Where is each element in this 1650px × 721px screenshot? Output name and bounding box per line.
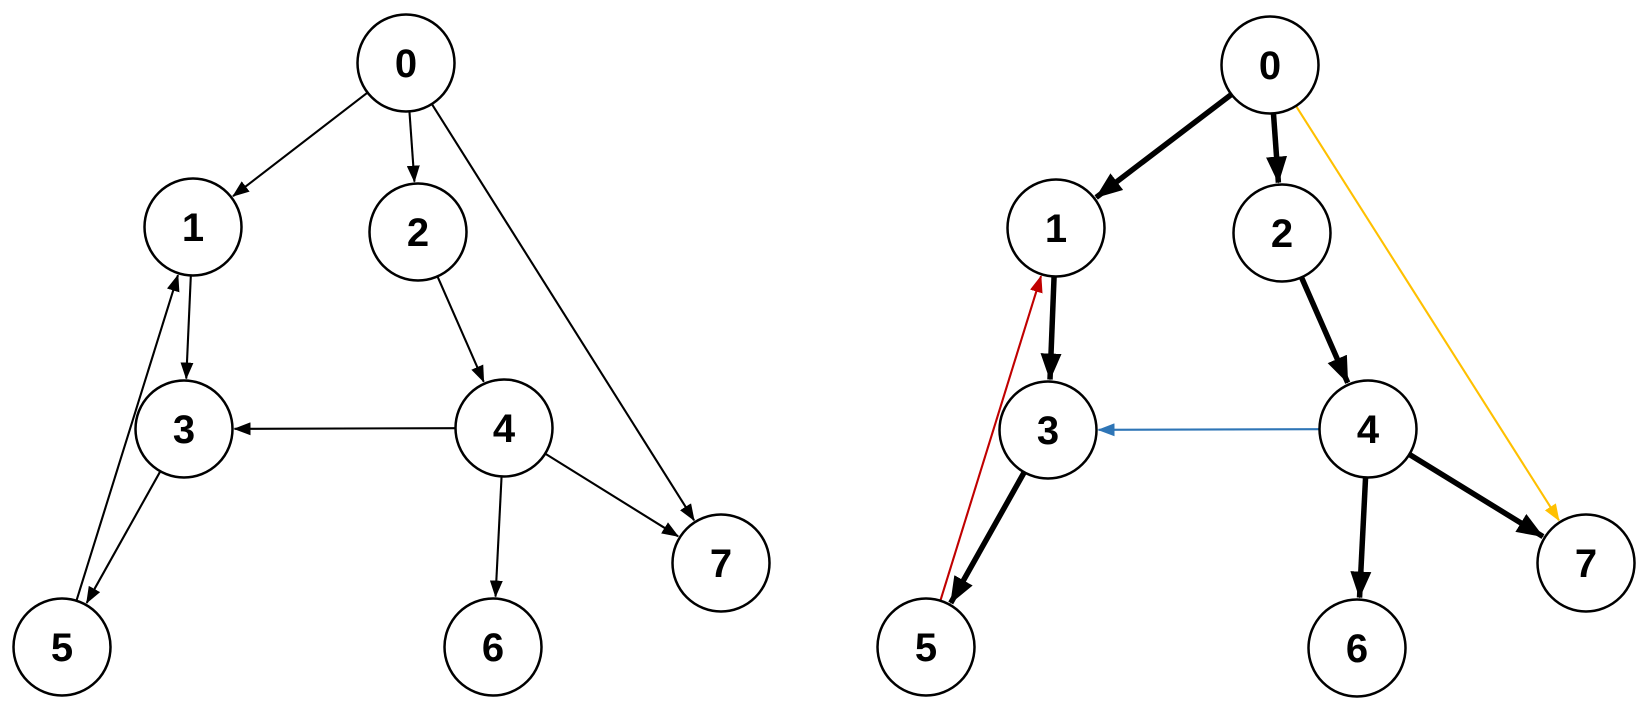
node-4: 4 [1318,379,1418,479]
node-label-0: 0 [1259,44,1281,88]
edge-4-to-3 [233,422,456,436]
node-5: 5 [12,597,112,697]
node-circle-2 [368,182,468,282]
node-3: 3 [998,380,1098,480]
node-label-4: 4 [1357,408,1380,452]
node-label-5: 5 [51,626,73,670]
node-7: 7 [671,513,771,613]
node-label-1: 1 [1045,207,1067,251]
edge-3-to-5 [85,470,162,604]
node-label-3: 3 [173,408,195,452]
node-0: 0 [356,13,456,113]
node-2: 2 [1232,183,1332,283]
edge-4-to-6 [1350,477,1372,599]
edge-0-to-7 [430,103,695,522]
node-circle-6 [443,597,543,697]
node-circle-7 [1536,513,1636,613]
node-circle-5 [12,597,112,697]
node-circle-4 [1318,379,1418,479]
node-circle-3 [998,380,1098,480]
node-label-1: 1 [182,206,204,250]
node-label-4: 4 [493,407,516,451]
edge-4-to-6 [489,476,503,598]
node-4: 4 [454,378,554,478]
edge-0-to-1 [232,91,369,198]
edge-1-to-3 [180,275,194,380]
node-label-7: 7 [710,542,732,586]
node-label-5: 5 [915,626,937,670]
node-7: 7 [1536,513,1636,613]
node-circle-0 [1220,15,1320,115]
graph-classified: 0 1 2 3 4 5 6 7 [876,15,1636,698]
node-label-3: 3 [1037,409,1059,453]
edge-3-to-5 [948,470,1027,605]
node-0: 0 [1220,15,1320,115]
edge-2-to-4 [1298,276,1351,384]
node-circle-6 [1307,598,1407,698]
edge-5-to-1 [75,274,180,602]
node-label-7: 7 [1575,542,1597,586]
edge-4-to-7 [544,452,679,538]
node-5: 5 [876,597,976,697]
node-1: 1 [143,177,243,277]
edge-2-to-4 [436,275,485,383]
edge-0-to-7 [1295,105,1560,522]
node-circle-1 [1006,178,1106,278]
edge-1-to-3 [1040,276,1062,381]
node-label-2: 2 [1271,212,1293,256]
node-label-6: 6 [482,626,504,670]
graph-original: 0 1 2 3 4 5 6 7 [12,13,771,697]
node-circle-7 [671,513,771,613]
edge-4-to-3 [1097,423,1320,437]
node-label-2: 2 [407,211,429,255]
edge-0-to-1 [1094,92,1234,200]
node-circle-0 [356,13,456,113]
node-circle-5 [876,597,976,697]
edge-5-to-1 [939,275,1043,601]
node-1: 1 [1006,178,1106,278]
node-6: 6 [1307,598,1407,698]
node-circle-4 [454,378,554,478]
edge-0-to-2 [406,111,420,183]
node-2: 2 [368,182,468,282]
node-label-6: 6 [1346,627,1368,671]
edge-4-to-7 [1407,452,1545,539]
node-circle-2 [1232,183,1332,283]
node-3: 3 [134,379,234,479]
edge-0-to-2 [1266,113,1288,184]
node-label-0: 0 [395,42,417,86]
node-6: 6 [443,597,543,697]
node-circle-1 [143,177,243,277]
node-circle-3 [134,379,234,479]
